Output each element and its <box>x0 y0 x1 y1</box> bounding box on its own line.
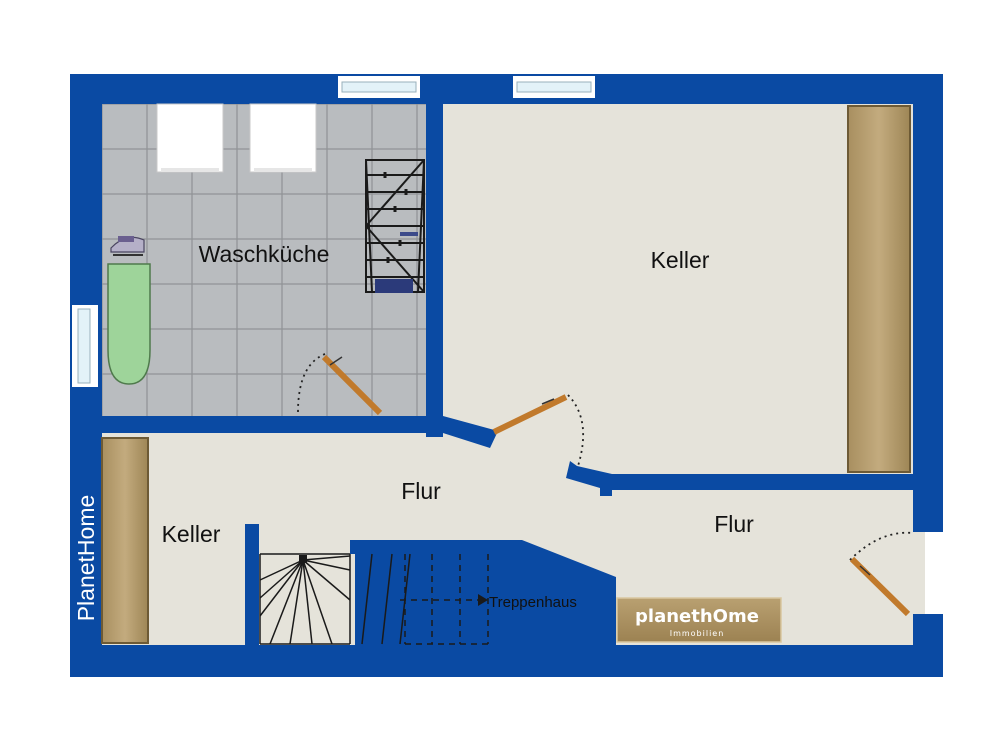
room-label-waschkueche: Waschküche <box>199 241 330 267</box>
room-label-treppenhaus: Treppenhaus <box>489 594 577 611</box>
interior-walls <box>100 100 913 645</box>
iron-icon <box>110 236 145 256</box>
room-label-keller-large: Keller <box>651 247 710 273</box>
dryer-icon <box>249 103 317 173</box>
staircase-icon <box>259 553 489 645</box>
cabinets <box>101 105 911 644</box>
washing-machine-icon <box>156 103 224 173</box>
logo-subtitle: Immobilien <box>670 629 725 638</box>
side-brand-text: PlanetHome <box>73 495 99 622</box>
drying-rack-icon <box>365 159 425 293</box>
ironing-board-icon <box>107 236 151 385</box>
door-exterior <box>849 531 914 617</box>
keller-large-floor <box>443 104 913 474</box>
doors <box>297 353 914 617</box>
brand-logo: planethOme Immobilien <box>616 597 782 643</box>
cabinet-keller-large <box>847 105 911 473</box>
room-label-keller-small: Keller <box>162 521 221 547</box>
door-keller-large <box>492 394 585 467</box>
room-label-flur-right: Flur <box>714 511 754 537</box>
door-waschkueche <box>297 353 383 416</box>
windows <box>72 76 595 387</box>
room-label-flur-main: Flur <box>401 478 441 504</box>
cabinet-keller-small <box>101 437 149 644</box>
logo-text: planethOme <box>635 606 759 627</box>
